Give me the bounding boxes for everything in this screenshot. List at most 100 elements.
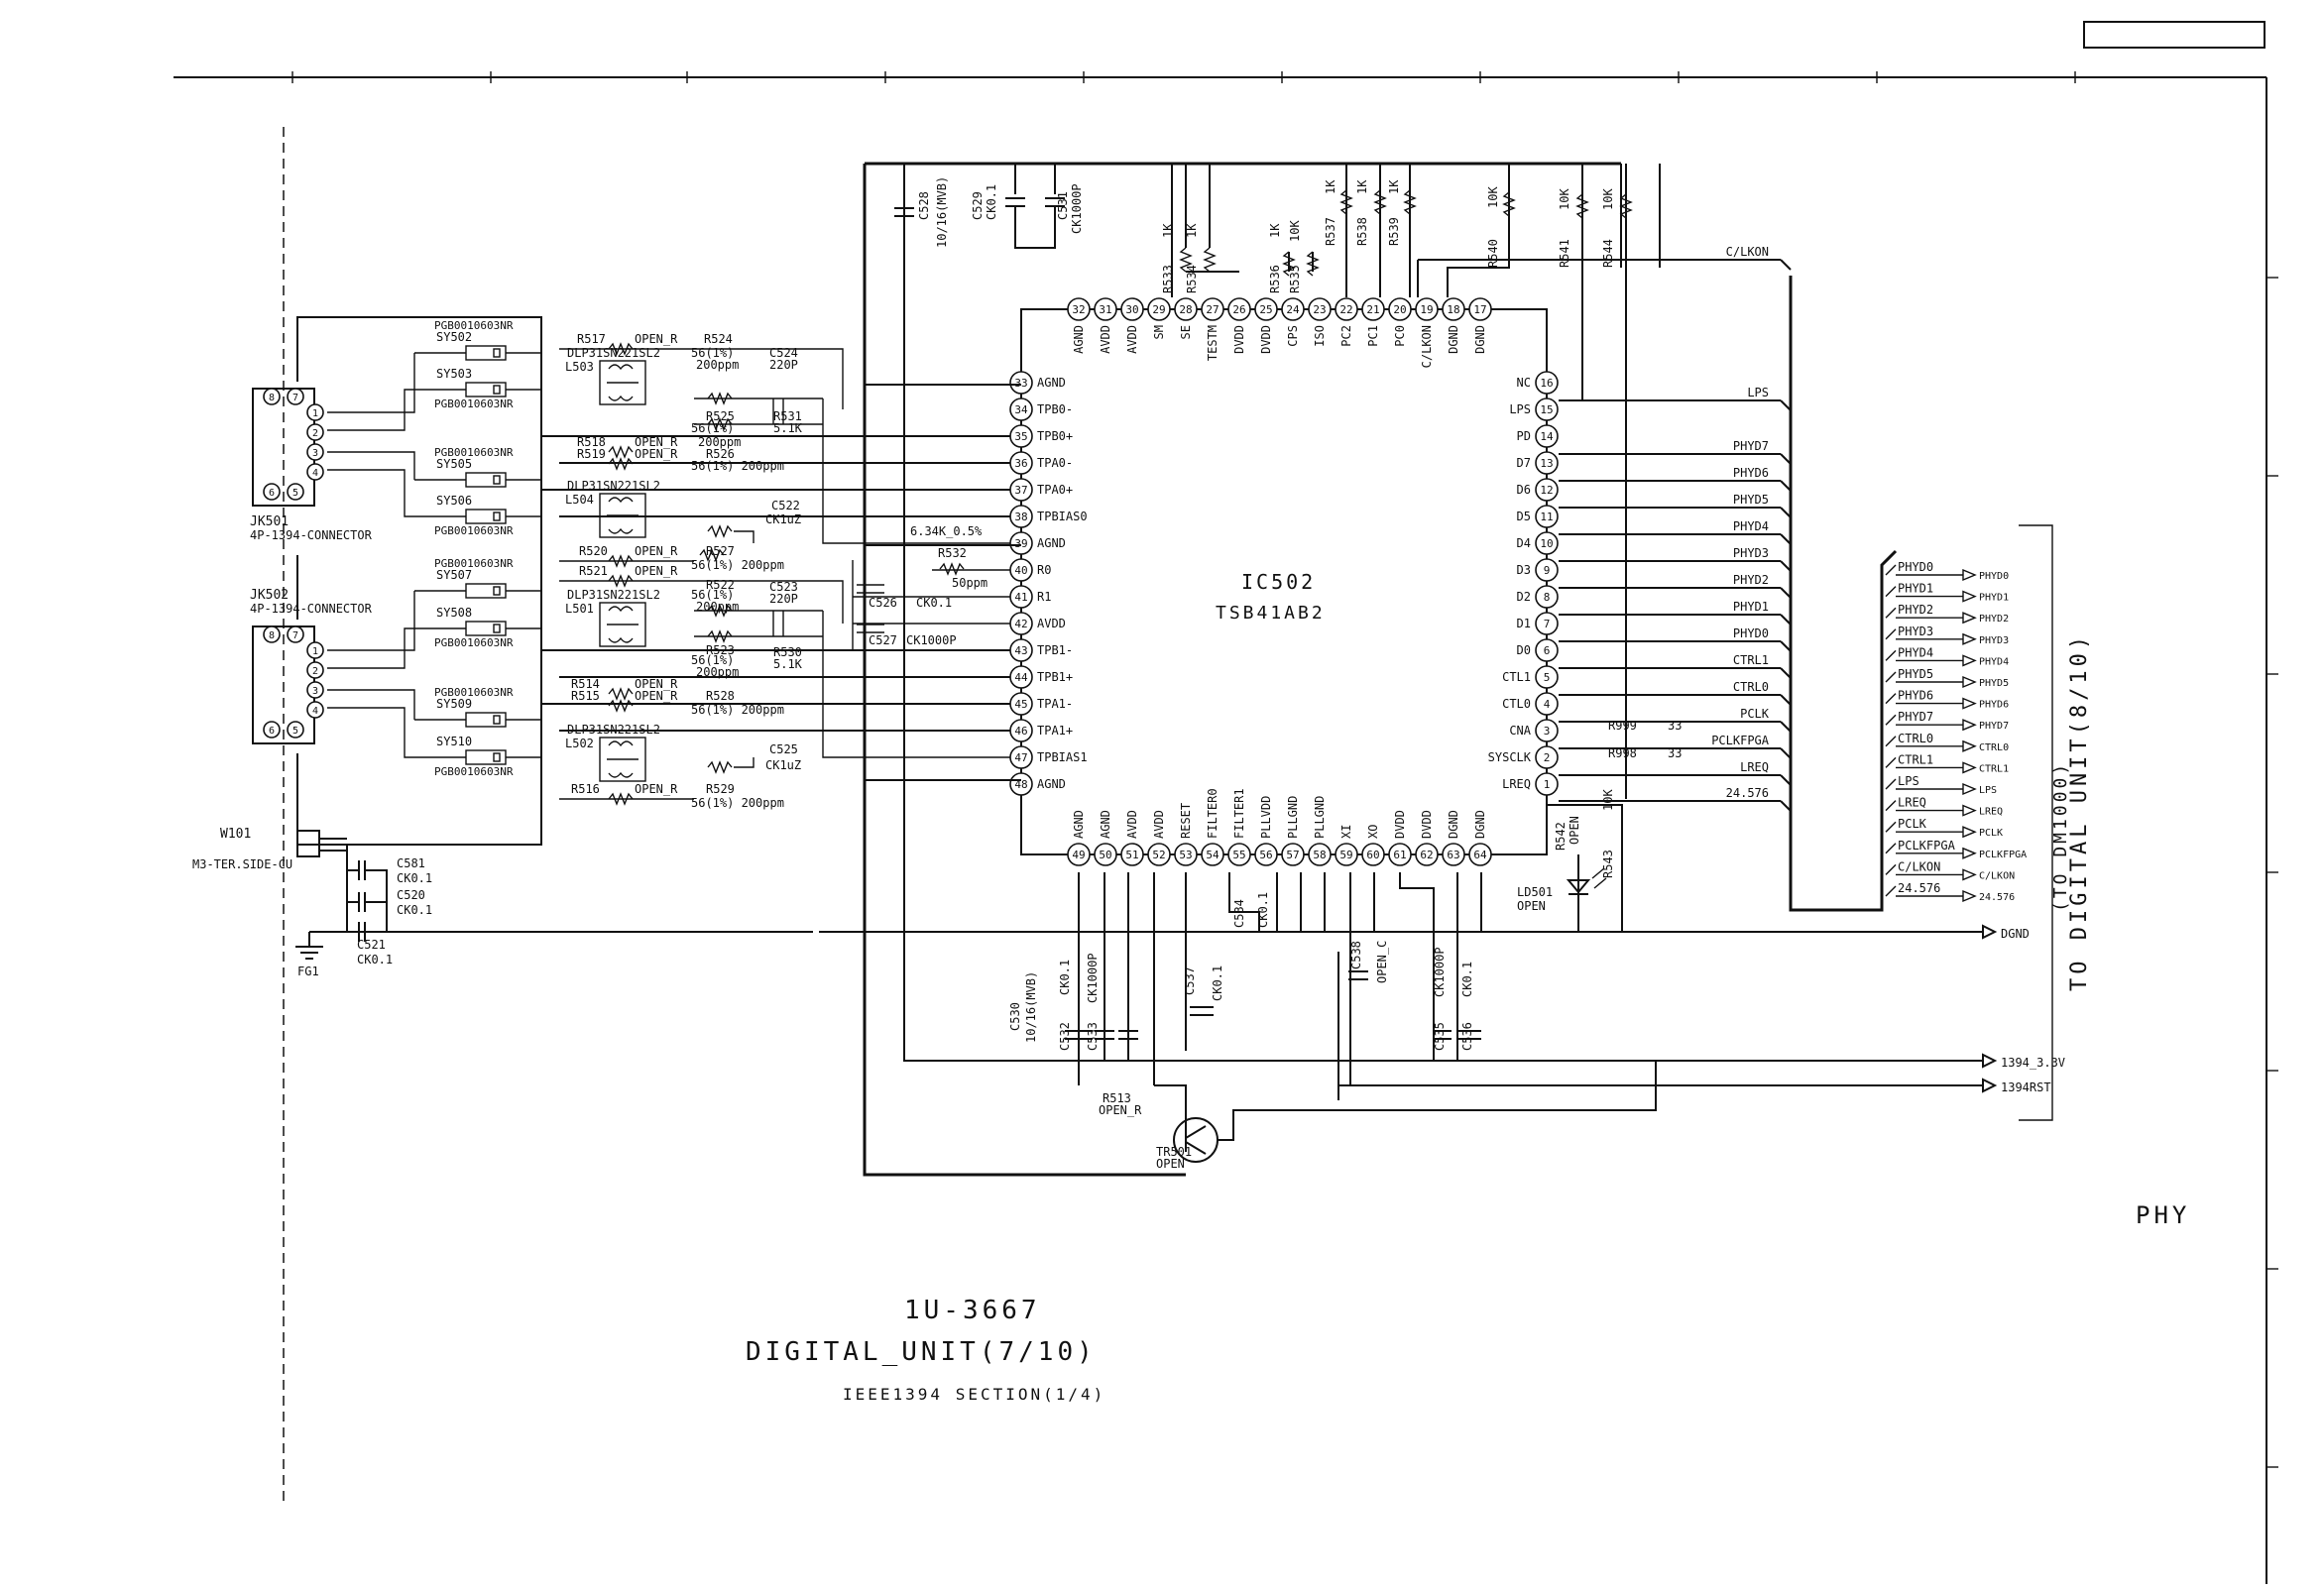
svg-text:C/LKON: C/LKON (1898, 859, 1940, 873)
pin-number: 16 (1540, 377, 1553, 390)
pin-number: 28 (1179, 303, 1192, 316)
svg-text:220P: 220P (769, 358, 798, 372)
pin-number: 25 (1259, 303, 1272, 316)
title-block: 1U-3667 DIGITAL_UNIT(7/10) IEEE1394 SECT… (746, 1201, 2190, 1404)
svg-text:1: 1 (312, 408, 318, 419)
svg-text:10K: 10K (1288, 220, 1302, 242)
pin-name: TPA1- (1037, 697, 1073, 711)
svg-text:PHYD6: PHYD6 (1898, 689, 1933, 703)
svg-text:PCLK: PCLK (1898, 817, 1927, 831)
pin-number: 35 (1014, 430, 1027, 443)
svg-text:CK1000P: CK1000P (906, 633, 957, 647)
pin-number: 1 (1544, 778, 1551, 791)
svg-text:PGB0010603NR: PGB0010603NR (434, 446, 514, 459)
connector-pin-3: 3 (306, 681, 324, 699)
svg-text:PHYD4: PHYD4 (1733, 519, 1769, 533)
connector-pin-6: 6 (263, 721, 281, 739)
svg-text:LREQ: LREQ (1898, 796, 1926, 810)
svg-text:SY510: SY510 (436, 735, 472, 748)
pin-number: 26 (1232, 303, 1245, 316)
svg-text:C536: C536 (1460, 1022, 1474, 1051)
svg-text:10/16(MVB): 10/16(MVB) (935, 176, 949, 248)
connector-pin-5: 5 (287, 721, 304, 739)
svg-text:CK1000P: CK1000P (1433, 947, 1447, 997)
svg-text:6.34K_0.5%: 6.34K_0.5% (910, 524, 983, 538)
svg-text:OPEN_R: OPEN_R (635, 332, 678, 346)
c521-value: CK0.1 (357, 953, 393, 967)
svg-text:R523: R523 (706, 643, 735, 657)
svg-text:1K: 1K (1355, 179, 1369, 194)
pin-number: 55 (1232, 849, 1245, 861)
pin-name: C/LKON (1420, 325, 1434, 368)
pin-number: 27 (1206, 303, 1219, 316)
block-name: PHY (2136, 1201, 2190, 1229)
svg-text:PGB0010603NR: PGB0010603NR (434, 319, 514, 332)
pin-name: DGND (1473, 810, 1487, 839)
pin-number: 14 (1540, 430, 1554, 443)
svg-text:PGB0010603NR: PGB0010603NR (434, 557, 514, 570)
ic-pin-19: 19C/LKON (1415, 297, 1439, 368)
svg-text:PHYD2: PHYD2 (1979, 614, 2009, 625)
svg-text:3: 3 (312, 686, 318, 697)
svg-text:PCLKFPGA: PCLKFPGA (1711, 734, 1770, 747)
pin-number: 32 (1072, 303, 1085, 316)
pin-number: 30 (1125, 303, 1138, 316)
pin-name: NC (1517, 376, 1531, 390)
svg-text:PHYD5: PHYD5 (1898, 667, 1933, 681)
svg-text:R528: R528 (706, 689, 735, 703)
pin-number: 49 (1072, 849, 1085, 861)
pin-number: 21 (1366, 303, 1379, 316)
pin-number: 33 (1014, 377, 1027, 390)
svg-text:C526: C526 (869, 596, 897, 610)
net-phyd6: PHYD6 (1559, 466, 1792, 492)
svg-text:2: 2 (312, 428, 318, 439)
pin-number: 44 (1014, 671, 1028, 684)
svg-text:SY509: SY509 (436, 697, 472, 711)
svg-text:C527: C527 (869, 633, 897, 647)
svg-text:SY502: SY502 (436, 330, 472, 344)
svg-text:6: 6 (269, 488, 275, 499)
svg-text:1K: 1K (1387, 179, 1401, 194)
svg-text:PHYD4: PHYD4 (1898, 645, 1933, 659)
svg-text:56(1%) 200ppm: 56(1%) 200ppm (691, 558, 784, 572)
pin-number: 52 (1152, 849, 1165, 861)
pin-name: AVDD (1125, 325, 1139, 354)
svg-text:PCLK: PCLK (1740, 707, 1770, 721)
ic502-ref: IC502 (1241, 570, 1316, 594)
svg-text:7: 7 (292, 630, 298, 641)
pin-name: TPB1+ (1037, 670, 1073, 684)
svg-text:5.1K: 5.1K (773, 657, 803, 671)
top-pull-resistors (1171, 164, 1633, 823)
svg-text:R516: R516 (571, 782, 600, 796)
pin-name: DVDD (1393, 810, 1407, 839)
port-1394-3v3: 1394_3.3V (2001, 1056, 2065, 1070)
svg-text:R521: R521 (579, 564, 608, 578)
svg-text:4: 4 (312, 706, 318, 717)
pin-number: 5 (1544, 671, 1551, 684)
pin-name: DVDD (1232, 325, 1246, 354)
pin-number: 11 (1540, 511, 1553, 523)
svg-text:PCLKFPGA: PCLKFPGA (1979, 850, 2027, 860)
jk501-type: 4P-1394-CONNECTOR (250, 528, 373, 542)
svg-text:CK1uZ: CK1uZ (765, 512, 801, 526)
